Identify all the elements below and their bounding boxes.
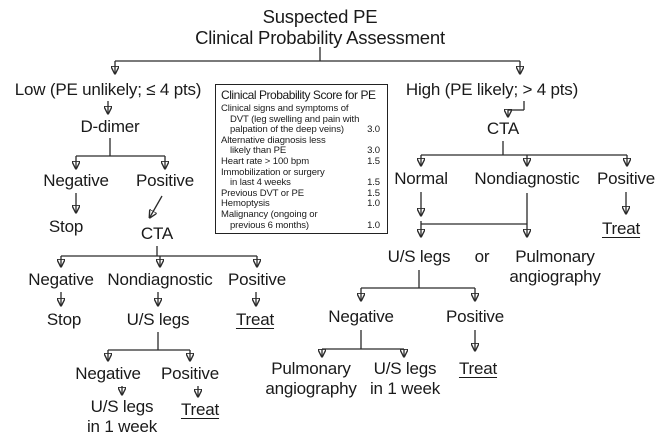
score-item-text: Heart rate > 100 bpm [221,155,310,167]
left-branch-connectors [61,101,257,396]
score-item-text: Clinical signs and symptoms of [221,103,349,114]
score-item: Clinical signs and symptoms of [221,103,382,115]
score-item-text: Malignancy (ongoing or [221,208,318,220]
node-line: Pulmonary [271,359,351,378]
node-treat-usl-left: Treat [180,400,220,419]
node-cta-right-nondiagnostic: Nondiagnostic [474,169,580,188]
right-branch-connectors [322,101,627,356]
node-us-legs-1week-left: U/S legs in 1 week [87,397,157,437]
node-us-legs-1week-right: U/S legs in 1 week [370,359,440,399]
node-us-legs-left: U/S legs [126,310,190,329]
score-item: in last 4 weeks 1.5 [221,178,382,189]
node-usl-right-negative: Negative [328,307,394,326]
page-title-line2: Clinical Probability Assessment [195,27,445,48]
node-cta-left-nondiagnostic: Nondiagnostic [107,270,213,289]
score-item-text: DVT (leg swelling and pain with [230,113,360,125]
node-treat-usl-right: Treat [458,359,498,378]
node-line: in 1 week [369,379,441,398]
node-line: U/S legs [373,359,437,378]
node-d-dimer: D-dimer [80,117,140,136]
score-item-value: 1.5 [367,177,380,189]
node-cta-right-positive: Positive [597,169,655,188]
score-item: Previous DVT or PE 1.5 [221,187,382,200]
score-item-value: 1.0 [367,219,380,231]
node-line: U/S legs [90,397,154,416]
score-item: Alternative diagnosis less [221,134,382,147]
score-item-text: Alternative diagnosis less [221,134,326,146]
node-pulmonary-angiography-mid: Pulmonary angiography [509,247,601,287]
score-item: Hemoptysis 1.0 [221,199,382,210]
node-cta-left-positive: Positive [228,270,286,289]
score-item-text: palpation of the deep veins) [230,124,344,136]
score-item: palpation of the deep veins) 3.0 [221,125,382,136]
page-title-line1: Suspected PE [262,6,378,27]
score-item-text: likely than PE [230,145,287,157]
node-pulmonary-angiography-bottom: Pulmonary angiography [265,359,357,399]
node-or-connector: or [474,247,490,266]
node-cta-right: CTA [486,119,520,138]
node-usl-right-positive: Positive [446,307,504,326]
clinical-probability-score-box: Clinical Probability Score for PE Clinic… [215,84,388,234]
node-high-probability-header: High (PE likely; > 4 pts) [405,80,579,99]
node-cta-right-normal: Normal [394,169,448,188]
node-stop-after-ddimer: Stop [48,217,84,236]
node-line: angiography [509,267,601,286]
score-item-text: Previous DVT or PE [221,187,305,199]
score-item: Immobilization or surgery [221,166,382,179]
score-item-text: in last 4 weeks [230,177,291,189]
node-ddimer-negative: Negative [43,171,109,190]
node-cta-left-negative: Negative [28,270,94,289]
node-treat-cta-right: Treat [601,219,641,238]
score-box-title: Clinical Probability Score for PE [221,88,376,102]
node-stop-after-cta: Stop [46,310,82,329]
score-item-value: 1.5 [367,155,380,167]
node-line: angiography [265,379,357,398]
score-item: DVT (leg swelling and pain with [221,113,382,126]
node-usl-left-positive: Positive [161,364,219,383]
score-item-value: 1.5 [367,187,380,199]
score-item-value: 3.0 [367,124,380,136]
score-item-value: 3.0 [367,145,380,157]
score-item-value: 1.0 [367,198,380,210]
node-line: in 1 week [86,417,158,436]
score-item-text: previous 6 months) [230,219,309,231]
node-us-legs-right: U/S legs [387,247,451,266]
node-usl-left-negative: Negative [75,364,141,383]
node-treat-cta-left: Treat [235,310,275,329]
score-item-text: Hemoptysis [221,198,270,210]
node-line: Pulmonary [515,247,595,266]
score-item: likely than PE 3.0 [221,146,382,157]
score-item: Malignancy (ongoing or [221,208,382,221]
score-item: previous 6 months) 1.0 [221,219,382,232]
node-cta-left: CTA [140,224,174,243]
score-item-text: Immobilization or surgery [221,166,325,178]
score-item: Heart rate > 100 bpm 1.5 [221,155,382,168]
node-ddimer-positive: Positive [136,171,194,190]
top-split-connector [115,47,520,73]
node-low-probability-header: Low (PE unlikely; ≤ 4 pts) [14,80,202,99]
